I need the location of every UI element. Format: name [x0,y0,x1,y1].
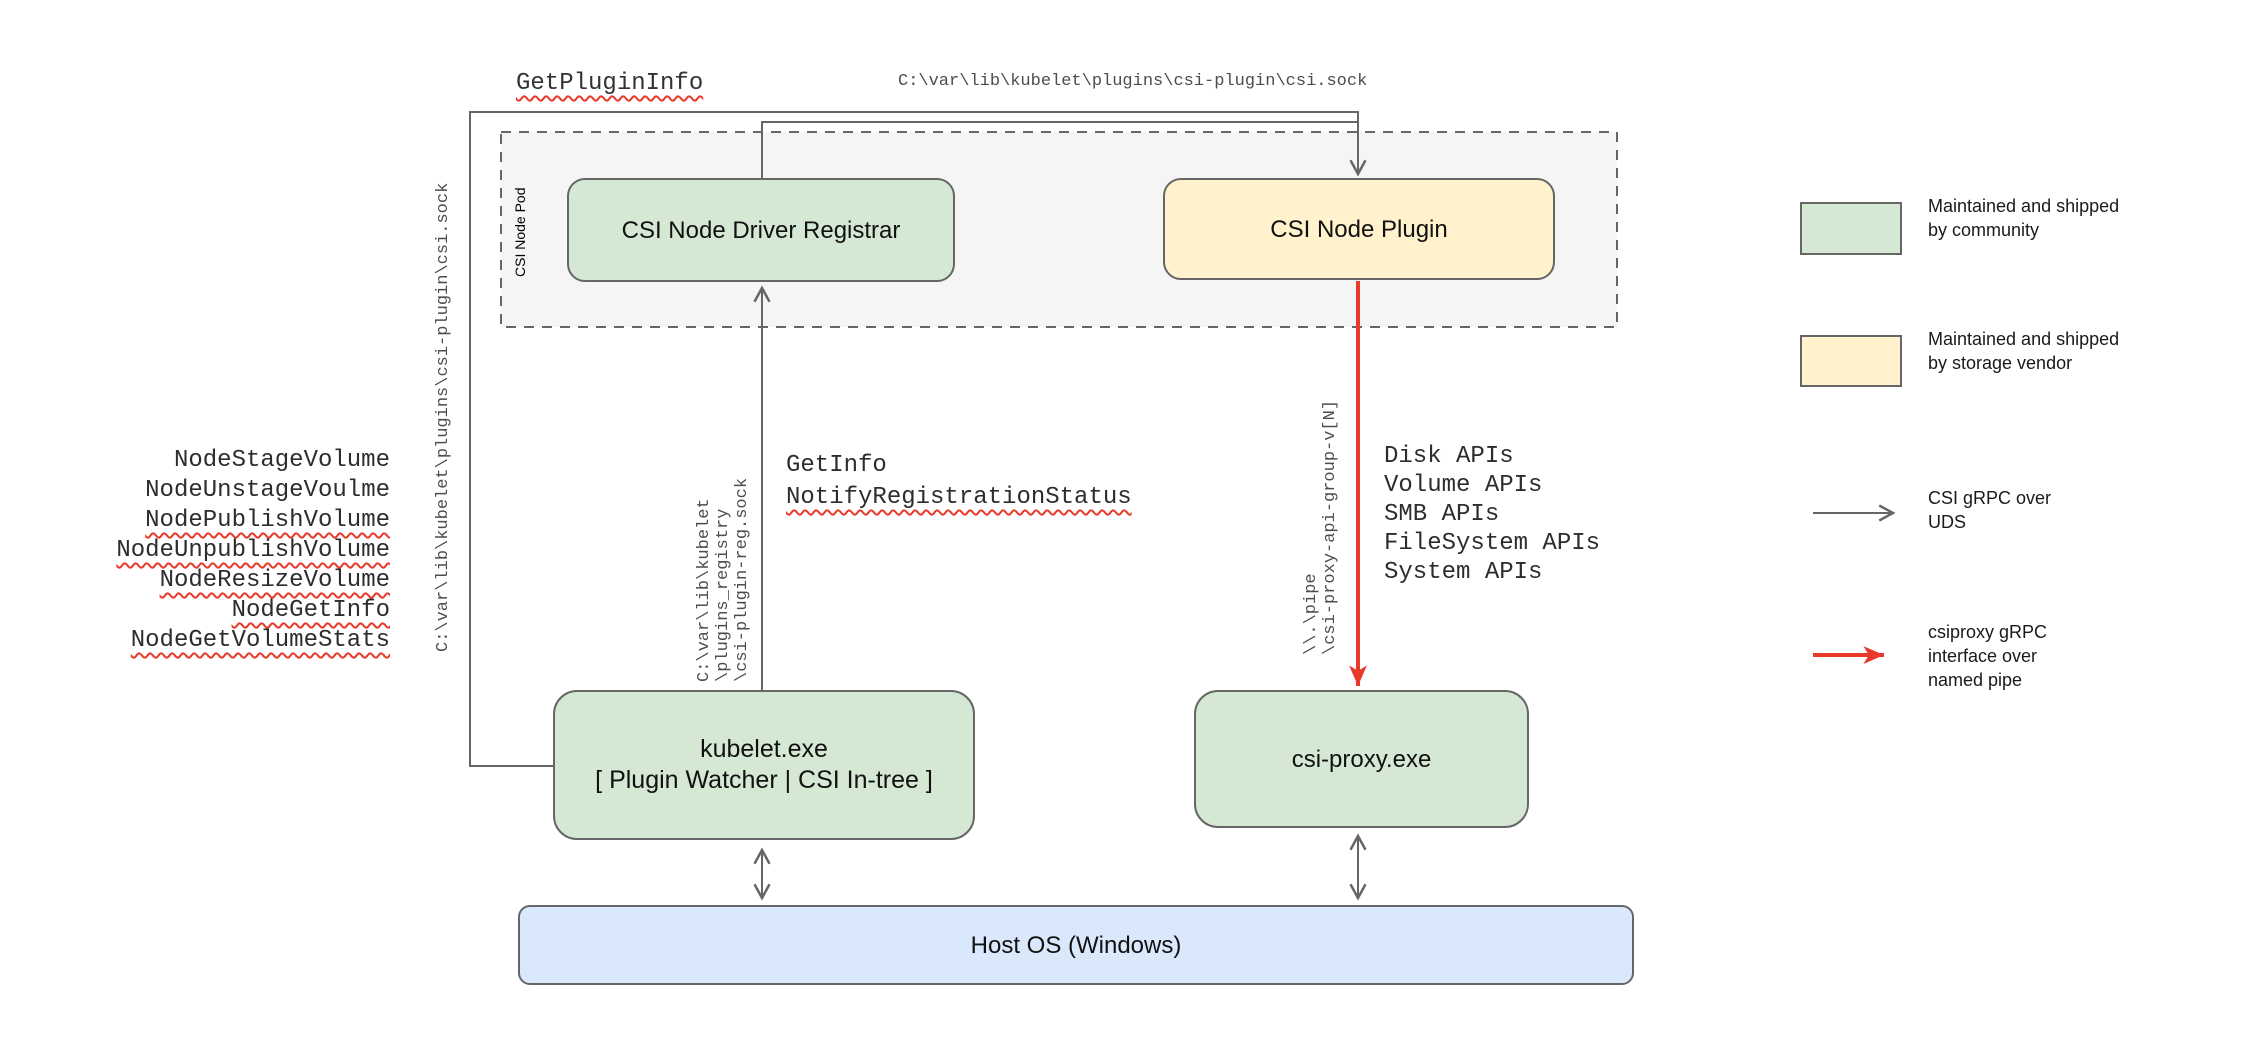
edge-kubelet-to-plugin [469,111,1367,767]
rpc-node-publish-volume: NodePublishVolume [145,507,390,534]
kubelet-label-line1: kubelet.exe [700,735,828,763]
legend-csiproxy-grpc-text: csiproxy gRPC interface over named pipe [1928,620,2047,692]
legend-community-text: Maintained and shipped by community [1928,194,2119,242]
get-plugin-info-label: GetPluginInfo [516,70,704,97]
node-kubelet: kubelet.exe [ Plugin Watcher | CSI In-tr… [553,690,975,840]
api-smb: SMB APIs [1384,501,1500,528]
legend-csiproxy-grpc-line2: interface over [1928,646,2038,666]
csi-proxy-label: csi-proxy.exe [1291,745,1432,773]
legend-community-line1: Maintained and shipped [1928,196,2120,216]
edge-registrar-to-plugin [761,121,1358,178]
legend-vendor-line2: by storage vendor [1928,353,2073,373]
rpc-node-unpublish-volume: NodeUnpublishVolume [116,537,390,564]
registration-socket-line3: \csi-plugin-reg.sock [733,477,752,682]
legend-csiproxy-grpc-line3: named pipe [1928,670,2023,690]
node-csi-node-driver-registrar: CSI Node Driver Registrar [567,178,955,282]
registration-rpc-list: GetInfo NotifyRegistrationStatus [786,450,1132,514]
registration-socket-line1: C:\var\lib\kubelet [695,498,714,682]
named-pipe-line1: \\.\pipe [1302,573,1321,655]
legend-vendor-swatch [1800,335,1902,387]
legend-community-line2: by community [1928,220,2040,240]
legend-csiproxy-grpc-line1: csiproxy gRPC [1928,622,2048,642]
legend-csi-grpc-line1: CSI gRPC over [1928,488,2052,508]
legend-csi-grpc-line2: UDS [1928,512,1967,532]
node-csi-proxy: csi-proxy.exe [1194,690,1529,828]
rpc-node-get-info: NodeGetInfo [231,597,390,624]
registrar-label: CSI Node Driver Registrar [621,216,901,244]
get-info-label: GetInfo [786,452,887,479]
kubelet-label-line2: [ Plugin Watcher | CSI In-tree ] [595,766,933,794]
proxy-api-list: Disk APIs Volume APIs SMB APIs FileSyste… [1384,442,1600,587]
csi-node-pod-label: CSI Node Pod [512,187,528,278]
named-pipe-line2: \csi-proxy-api-group-v[N] [1321,399,1340,655]
registration-socket-path-label: C:\var\lib\kubelet \plugins_registry \cs… [695,478,752,682]
node-csi-node-plugin: CSI Node Plugin [1163,178,1555,280]
registration-socket-line2: \plugins_registry [714,508,733,682]
legend-csi-grpc-text: CSI gRPC over UDS [1928,486,2051,534]
plugin-label: CSI Node Plugin [1270,215,1448,243]
legend-vendor-text: Maintained and shipped by storage vendor [1928,327,2119,375]
uds-socket-path-top-label: C:\var\lib\kubelet\plugins\csi-plugin\cs… [898,72,1368,91]
rpc-node-stage-volume: NodeStageVolume [173,447,390,474]
api-filesystem: FileSystem APIs [1384,530,1601,557]
api-volume: Volume APIs [1384,472,1543,499]
notify-registration-status-label: NotifyRegistrationStatus [786,484,1132,511]
rpc-node-resize-volume: NodeResizeVolume [159,567,390,594]
legend-vendor-line1: Maintained and shipped [1928,329,2120,349]
node-host-os: Host OS (Windows) [518,905,1634,985]
uds-socket-path-vertical-label: C:\var\lib\kubelet\plugins\csi-plugin\cs… [434,182,453,652]
node-rpc-list: NodeStageVolume NodeUnstageVoulme NodePu… [95,446,390,656]
rpc-node-get-volume-stats: NodeGetVolumeStats [130,627,390,654]
legend-community-swatch [1800,202,1902,255]
api-disk: Disk APIs [1384,443,1514,470]
host-os-label: Host OS (Windows) [970,931,1182,959]
api-system: System APIs [1384,559,1543,586]
named-pipe-path-label: \\.\pipe \csi-proxy-api-group-v[N] [1302,400,1340,655]
rpc-node-unstage-volume: NodeUnstageVoulme [145,477,390,504]
